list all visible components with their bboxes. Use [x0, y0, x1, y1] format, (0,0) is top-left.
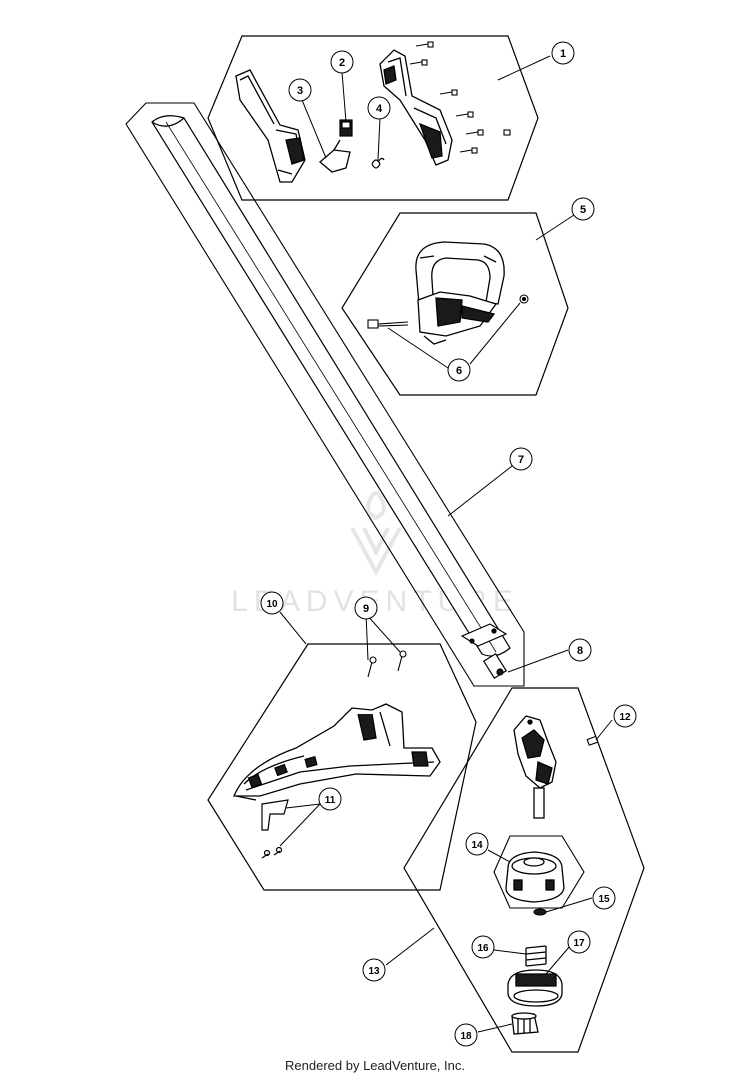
leader-lines	[279, 55, 613, 1033]
callout-7-label: 7	[518, 454, 524, 466]
callout-12: 12	[613, 704, 637, 728]
callout-1-label: 1	[560, 48, 566, 60]
gearbox	[513, 715, 557, 819]
callout-8: 8	[568, 638, 592, 662]
part-15-washer	[533, 908, 547, 916]
callout-15-label: 15	[598, 894, 610, 905]
part-6-nut	[519, 294, 529, 304]
callout-10: 10	[260, 591, 284, 615]
part-14-inset-outline	[493, 835, 585, 909]
footer-credit: Rendered by LeadVenture, Inc.	[285, 1058, 465, 1073]
callout-15: 15	[592, 886, 616, 910]
callout-5: 5	[571, 197, 595, 221]
callout-6-label: 6	[456, 365, 462, 377]
part-14-spool-head	[505, 851, 565, 903]
group-13-trimmer-head	[403, 687, 645, 1053]
shaft-outline-box	[125, 102, 525, 687]
callout-18: 18	[454, 1023, 478, 1047]
callout-11: 11	[318, 787, 342, 811]
callout-6: 6	[447, 358, 471, 382]
callout-14: 14	[465, 832, 489, 856]
callout-4: 4	[367, 96, 391, 120]
part-16-spring	[525, 945, 547, 967]
group-13-outline	[403, 687, 645, 1053]
callout-16-label: 16	[477, 943, 489, 954]
part-1-handle-half	[379, 49, 453, 166]
callout-16: 16	[471, 935, 495, 959]
callout-17-label: 17	[573, 938, 585, 949]
callout-2-label: 2	[339, 57, 345, 69]
callout-9: 9	[354, 596, 378, 620]
group-10-outline	[207, 643, 477, 891]
callout-14-label: 14	[471, 840, 483, 851]
callout-1: 1	[551, 41, 575, 65]
callout-9-label: 9	[363, 603, 369, 615]
part-4-spring	[371, 157, 385, 169]
callout-8-label: 8	[577, 645, 583, 657]
callout-7: 7	[509, 447, 533, 471]
part-17-spool	[507, 969, 563, 1007]
group-1-outline	[207, 35, 539, 201]
part-12-screw	[586, 735, 599, 746]
callout-2: 2	[330, 50, 354, 74]
part-11-line-cutter	[261, 799, 289, 859]
callout-5-label: 5	[580, 204, 586, 216]
part-3-handle-half	[235, 69, 306, 183]
part-1-screws	[409, 41, 511, 154]
callout-4-label: 4	[376, 103, 383, 115]
callout-13: 13	[362, 958, 386, 982]
group-1-handle-housing	[207, 35, 539, 201]
group-10-guard	[207, 643, 477, 891]
part-2-switch	[339, 119, 353, 137]
callout-3-label: 3	[297, 85, 303, 97]
callout-18-label: 18	[460, 1031, 472, 1042]
callout-11-label: 11	[325, 795, 336, 806]
watermark-logo	[350, 491, 402, 577]
part-9-screws	[367, 650, 407, 678]
part-3-trigger	[318, 139, 351, 173]
part-6-bolt	[367, 319, 409, 329]
part-7-shaft	[125, 102, 525, 687]
group-5-assist-handle	[341, 212, 569, 396]
callout-13-label: 13	[368, 966, 380, 977]
part-18-bump-knob	[511, 1012, 539, 1035]
callout-3: 3	[288, 78, 312, 102]
group-5-outline	[341, 212, 569, 396]
callout-10-label: 10	[266, 599, 278, 610]
callout-12-label: 12	[619, 712, 631, 723]
callout-17: 17	[567, 930, 591, 954]
